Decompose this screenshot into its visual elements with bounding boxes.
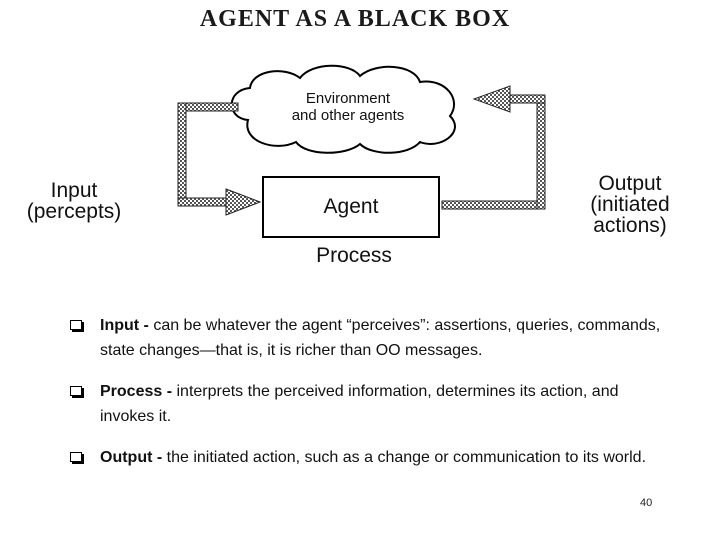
bullet-term: Process - xyxy=(100,383,177,400)
checkbox-bullet-icon xyxy=(70,386,82,396)
bullet-list: Input - can be whatever the agent “perce… xyxy=(70,313,670,486)
output-label-line1: Output xyxy=(598,172,662,195)
bullet-text: can be whatever the agent “perceives”: a… xyxy=(100,317,661,359)
input-flow-arrow xyxy=(177,102,262,216)
output-label-line3: actions) xyxy=(593,214,667,237)
bullet-process: Process - interprets the perceived infor… xyxy=(70,379,670,429)
output-label-line2: (initiated xyxy=(590,193,670,216)
agent-box: Agent xyxy=(262,176,440,238)
bullet-term: Output - xyxy=(100,449,167,466)
process-label: Process xyxy=(316,244,392,267)
page-number: 40 xyxy=(640,497,653,509)
agent-diagram xyxy=(177,64,546,216)
bullet-output: Output - the initiated action, such as a… xyxy=(70,445,670,470)
bullet-input: Input - can be whatever the agent “perce… xyxy=(70,313,670,363)
input-label-line2: (percepts) xyxy=(26,200,122,223)
environment-label-line2: and other agents xyxy=(291,107,405,124)
environment-label: Environment and other agents xyxy=(238,90,458,124)
bullet-text: interprets the perceived information, de… xyxy=(100,383,619,425)
environment-label-line1: Environment xyxy=(305,90,391,107)
output-flow-arrow xyxy=(441,85,546,210)
environment-cloud xyxy=(230,64,456,154)
bullet-text: the initiated action, such as a change o… xyxy=(166,449,647,466)
slide-title: AGENT AS A BLACK BOX xyxy=(199,6,511,32)
checkbox-bullet-icon xyxy=(70,320,82,330)
bullet-term: Input - xyxy=(100,317,154,334)
agent-label: Agent xyxy=(323,195,379,218)
checkbox-bullet-icon xyxy=(70,452,82,462)
input-label: Input (percepts) xyxy=(0,180,148,222)
output-label: Output (initiated actions) xyxy=(566,173,694,236)
input-label-line1: Input xyxy=(50,179,98,202)
